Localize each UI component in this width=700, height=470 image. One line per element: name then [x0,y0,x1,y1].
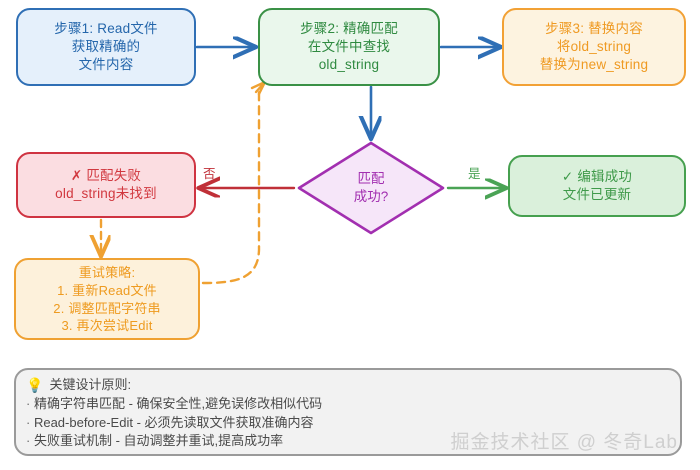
lightbulb-icon: 💡 [26,377,44,394]
failure-line-1: ✗ 匹配失败 [70,168,142,184]
step1-line-1: 步骤1: Read文件 [54,21,158,37]
decision-line-2: 成功? [353,189,389,204]
step3-line-1: 步骤3: 替换内容 [545,21,643,37]
node-step1-read-file[interactable]: 步骤1: Read文件 获取精确的 文件内容 [16,8,196,86]
step3-line-3: 替换为new_string [539,56,649,72]
key-design-principles-box: 💡 关键设计原则: 精确字符串匹配 - 确保安全性,避免误修改相似代码 Read… [14,368,682,456]
decision-line-1: 匹配 [357,170,385,186]
step2-line-3: old_string [318,56,380,72]
notes-heading: 关键设计原则: [49,377,132,392]
step2-line-2: 在文件中查找 [307,39,391,55]
step1-line-2: 获取精确的 [71,39,141,55]
edge-label-no: 否 [203,167,216,181]
node-match-failure[interactable]: ✗ 匹配失败 old_string未找到 [16,152,196,218]
step3-line-2: 将old_string [556,39,632,55]
step2-line-1: 步骤2: 精确匹配 [300,21,398,37]
notes-item-2: Read-before-Edit - 必须先读取文件获取准确内容 [26,414,670,432]
notes-heading-row: 💡 关键设计原则: [26,376,670,394]
node-retry-strategy[interactable]: 重试策略: 1. 重新Read文件 2. 调整匹配字符串 3. 再次尝试Edit [14,258,200,340]
success-line-2: 文件已更新 [562,187,632,202]
failure-line-2: old_string未找到 [55,186,157,201]
watermark: 掘金技术社区 @ 冬奇Lab [450,432,678,453]
edge-retry-step2 [201,80,267,285]
retry-title: 重试策略: [78,265,136,281]
retry-line-1: 1. 重新Read文件 [57,283,157,299]
notes-item-3: 失败重试机制 - 自动调整并重试,提高成功率 [26,432,670,450]
diamond-shape [297,141,445,235]
node-match-success-decision[interactable]: 匹配 成功? [296,140,446,236]
step1-line-3: 文件内容 [78,56,134,72]
edge-label-yes: 是 [468,167,481,181]
success-line-1: ✓ 编辑成功 [561,169,633,185]
node-step3-replace[interactable]: 步骤3: 替换内容 将old_string 替换为new_string [502,8,686,86]
retry-line-2: 2. 调整匹配字符串 [53,300,161,316]
node-step2-exact-match[interactable]: 步骤2: 精确匹配 在文件中查找 old_string [258,8,440,86]
node-edit-success[interactable]: ✓ 编辑成功 文件已更新 [508,155,686,217]
retry-line-3: 3. 再次尝试Edit [61,317,153,333]
notes-item-1: 精确字符串匹配 - 确保安全性,避免误修改相似代码 [26,395,670,413]
